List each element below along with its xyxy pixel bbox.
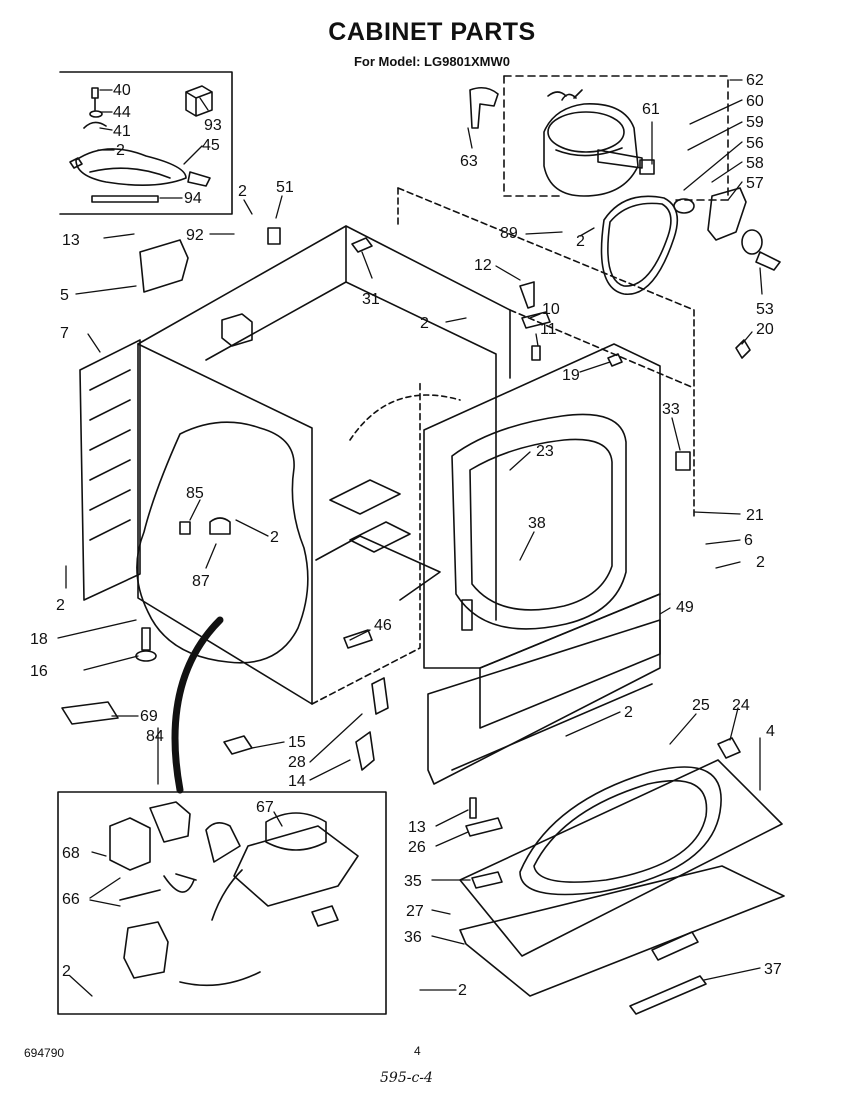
callout-label: 20 — [756, 321, 774, 338]
power-cord-inset — [59, 71, 233, 215]
callout-label: 35 — [404, 873, 422, 890]
model-subtitle: For Model: LG9801XMW0 — [353, 54, 511, 69]
front-panel — [423, 343, 691, 669]
callout-label: 11 — [540, 321, 557, 338]
callout-label: 2 — [270, 529, 279, 546]
callout-label: 24 — [732, 697, 750, 714]
callout-label: 36 — [404, 929, 422, 946]
callout-label: 2 — [576, 233, 585, 250]
callout-label: 61 — [642, 101, 660, 118]
callout-label: 2 — [62, 963, 71, 980]
callout-label: 2 — [56, 597, 65, 614]
callout-label: 18 — [30, 631, 48, 648]
page-title: CABINET PARTS — [328, 18, 536, 46]
callout-label: 53 — [756, 301, 774, 318]
callout-label: 6 — [744, 532, 753, 549]
callout-label: 63 — [460, 153, 478, 170]
callout-label: 16 — [30, 663, 48, 680]
callout-arrow — [171, 616, 224, 794]
callout-label: 94 — [184, 190, 202, 207]
callout-label: 51 — [276, 179, 294, 196]
callout-label: 23 — [536, 443, 554, 460]
side-panel — [79, 339, 141, 601]
callout-label: 2 — [624, 704, 633, 721]
lower-left-parts — [61, 517, 389, 771]
callout-label: 28 — [288, 754, 306, 771]
callout-label: 13 — [408, 819, 426, 836]
callout-label: 59 — [746, 114, 764, 131]
callout-label: 2 — [238, 183, 247, 200]
callout-label: 93 — [204, 117, 222, 134]
callout-label: 60 — [746, 93, 764, 110]
callout-label: 57 — [746, 175, 764, 192]
callout-label: 66 — [62, 891, 80, 908]
callout-label: 37 — [764, 961, 782, 978]
rear-panel — [397, 187, 695, 517]
callout-label: 12 — [474, 257, 492, 274]
leader-lines — [57, 79, 763, 997]
callout-label: 85 — [186, 485, 204, 502]
callout-label: 2 — [116, 142, 125, 159]
callout-label: 13 — [62, 232, 80, 249]
wiring-inset — [57, 791, 387, 1015]
callout-label: 5 — [60, 287, 69, 304]
callout-label: 41 — [113, 123, 131, 140]
callout-label: 46 — [374, 617, 392, 634]
callout-label: 40 — [113, 82, 131, 99]
callout-label: 31 — [362, 291, 380, 308]
callout-label: 69 — [140, 708, 158, 725]
document-number: 694790 — [24, 1046, 65, 1060]
callout-label: 92 — [186, 227, 204, 244]
callout-label: 19 — [562, 367, 580, 384]
callout-label: 26 — [408, 839, 426, 856]
callout-label: 7 — [60, 325, 69, 342]
door-assembly — [459, 737, 785, 1015]
lower-trim — [427, 619, 661, 785]
callout-label: 4 — [766, 723, 775, 740]
callout-label: 15 — [288, 734, 306, 751]
top-small-parts — [139, 227, 623, 367]
callout-label: 56 — [746, 135, 764, 152]
callout-label: 44 — [113, 104, 131, 121]
callout-label: 38 — [528, 515, 546, 532]
callout-label: 49 — [676, 599, 694, 616]
callout-label: 67 — [256, 799, 274, 816]
motor-assembly — [469, 86, 655, 197]
callout-label: 27 — [406, 903, 424, 920]
idler-assembly — [673, 187, 781, 359]
callout-label: 68 — [62, 845, 80, 862]
callout-label: 21 — [746, 507, 764, 524]
callout-label: 45 — [202, 137, 220, 154]
callout-label: 87 — [192, 573, 210, 590]
callout-label: 2 — [458, 982, 467, 999]
page-number: 4 — [414, 1044, 421, 1058]
callout-label: 10 — [542, 301, 560, 318]
callout-label: 89 — [500, 225, 518, 242]
callout-label: 62 — [746, 72, 764, 89]
callout-label: 33 — [662, 401, 680, 418]
callout-label: 25 — [692, 697, 710, 714]
cabinet-body — [136, 225, 511, 705]
callout-label: 14 — [288, 773, 306, 790]
callout-label: 2 — [756, 554, 765, 571]
motor-drive-box — [503, 75, 729, 201]
drive-belt — [600, 195, 679, 295]
callout-label: 84 — [146, 728, 164, 745]
callout-numbers: 40 44 41 2 45 93 94 2 51 13 92 5 7 31 62… — [30, 72, 782, 999]
callout-label: 58 — [746, 155, 764, 172]
handwritten-note: 595-c-4 — [380, 1070, 433, 1086]
toe-panel — [479, 593, 661, 729]
callout-label: 2 — [420, 315, 429, 332]
